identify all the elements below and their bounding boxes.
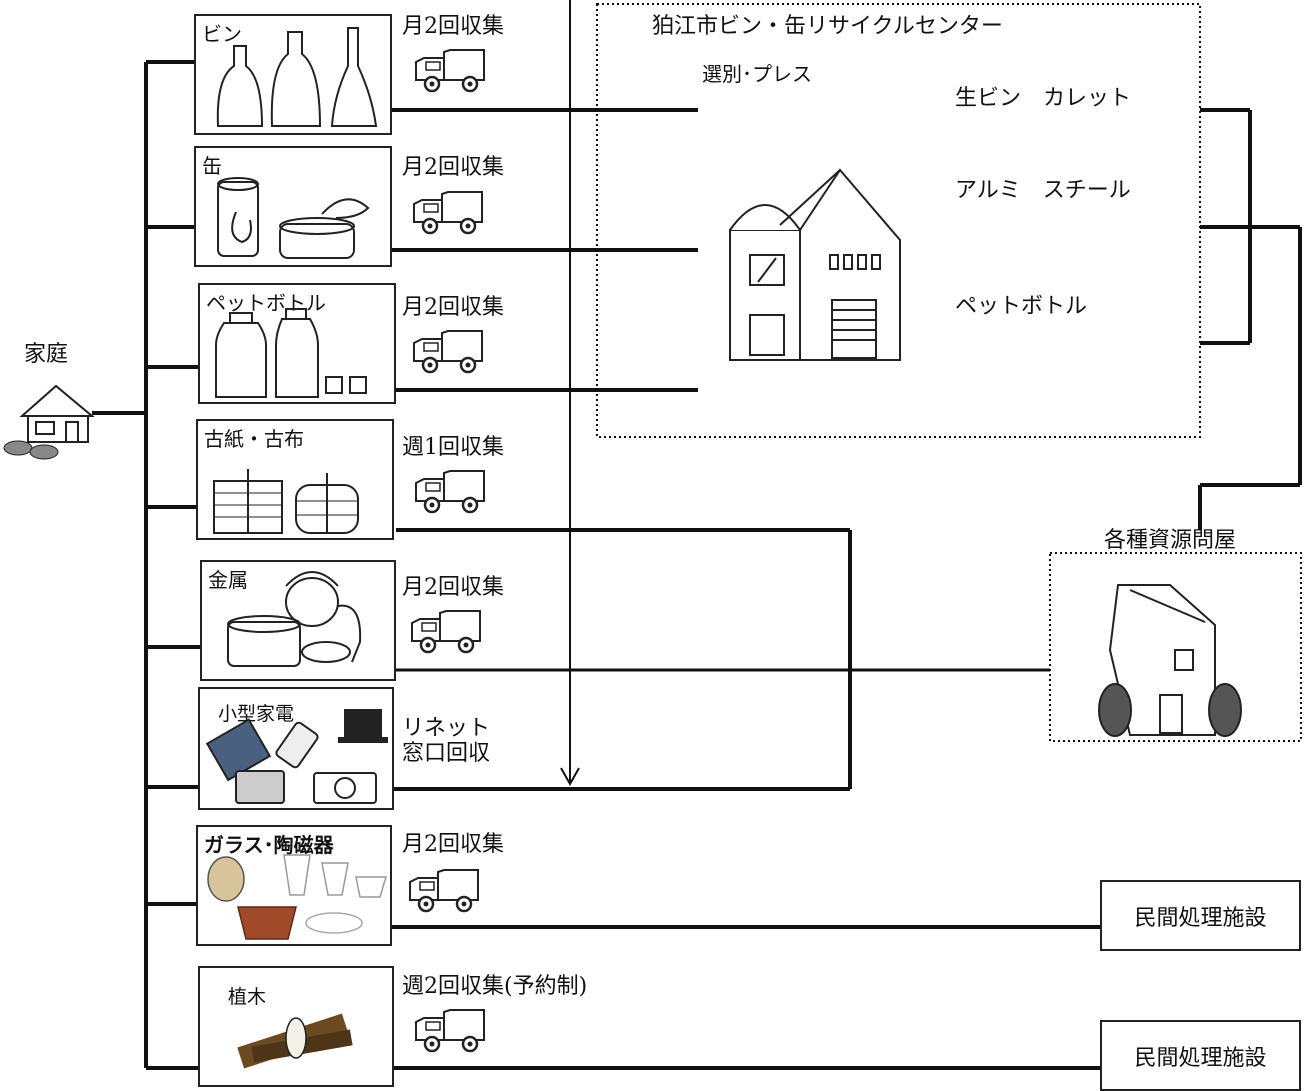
collection-label: 週1回収集 — [402, 435, 504, 460]
recycle-output-1: 生ビン カレット — [955, 86, 1132, 111]
collection-label: 月2回収集 — [402, 155, 504, 180]
collection-label: 月2回収集 — [402, 832, 504, 857]
bottle-icon — [216, 27, 378, 127]
ceramic-icon — [207, 854, 388, 940]
paper-bundle-icon — [213, 469, 359, 534]
branch-bundle-icon — [237, 1013, 353, 1069]
item-label: ビン — [202, 22, 242, 46]
item-box-plants: 植木 — [198, 966, 394, 1087]
private-facility-box: 民間処理施設 — [1100, 1020, 1301, 1091]
dealer-border — [1049, 552, 1302, 742]
item-box-metal: 金属 — [200, 560, 396, 681]
house-icon — [3, 384, 95, 460]
kettle-icon — [227, 571, 362, 667]
item-label: 植木 — [228, 986, 267, 1008]
recycle-center-process: 選別･プレス — [702, 62, 812, 86]
item-label: 小型家電 — [218, 703, 295, 725]
item-label: ガラス･陶磁器 — [204, 833, 334, 857]
collection-label: 月2回収集 — [402, 14, 504, 39]
item-box-bottles: ビン — [194, 14, 392, 135]
private-facility-label: 民間処理施設 — [1134, 905, 1267, 931]
item-label: 古紙・古布 — [204, 427, 304, 451]
small-appliance-icon — [205, 709, 388, 804]
can-icon — [217, 177, 370, 259]
collection-label-line2: 窓口回収 — [402, 741, 491, 766]
recycle-output-3: ペットボトル — [955, 294, 1088, 319]
dealer-building-icon — [1098, 584, 1242, 737]
recycle-center-border — [596, 3, 1201, 438]
item-label: 缶 — [202, 154, 222, 178]
collection-label-line1: リネット — [402, 716, 491, 741]
private-facility-box: 民間処理施設 — [1100, 880, 1301, 951]
private-facility-label: 民間処理施設 — [1134, 1045, 1267, 1071]
recycle-output-2: アルミ スチール — [955, 178, 1131, 203]
item-box-pet-bottles: ペットボトル — [198, 283, 396, 404]
item-box-glass-ceramic: ガラス･陶磁器 — [196, 825, 392, 946]
household-label: 家庭 — [24, 342, 69, 367]
collection-label: 月2回収集 — [402, 575, 504, 600]
item-box-paper-cloth: 古紙・古布 — [196, 419, 394, 540]
item-label: 金属 — [208, 568, 248, 592]
recycle-center-building-icon — [729, 168, 901, 361]
item-box-small-appliances: 小型家電 — [198, 687, 394, 810]
item-box-cans: 缶 — [194, 146, 392, 267]
collection-label: 週2回収集(予約制) — [402, 974, 588, 999]
recycle-center-title: 狛江市ビン・缶リサイクルセンター — [652, 14, 1003, 39]
dealer-label: 各種資源問屋 — [1104, 528, 1237, 553]
collection-label: 月2回収集 — [402, 295, 504, 320]
pet-bottle-icon — [215, 308, 367, 398]
